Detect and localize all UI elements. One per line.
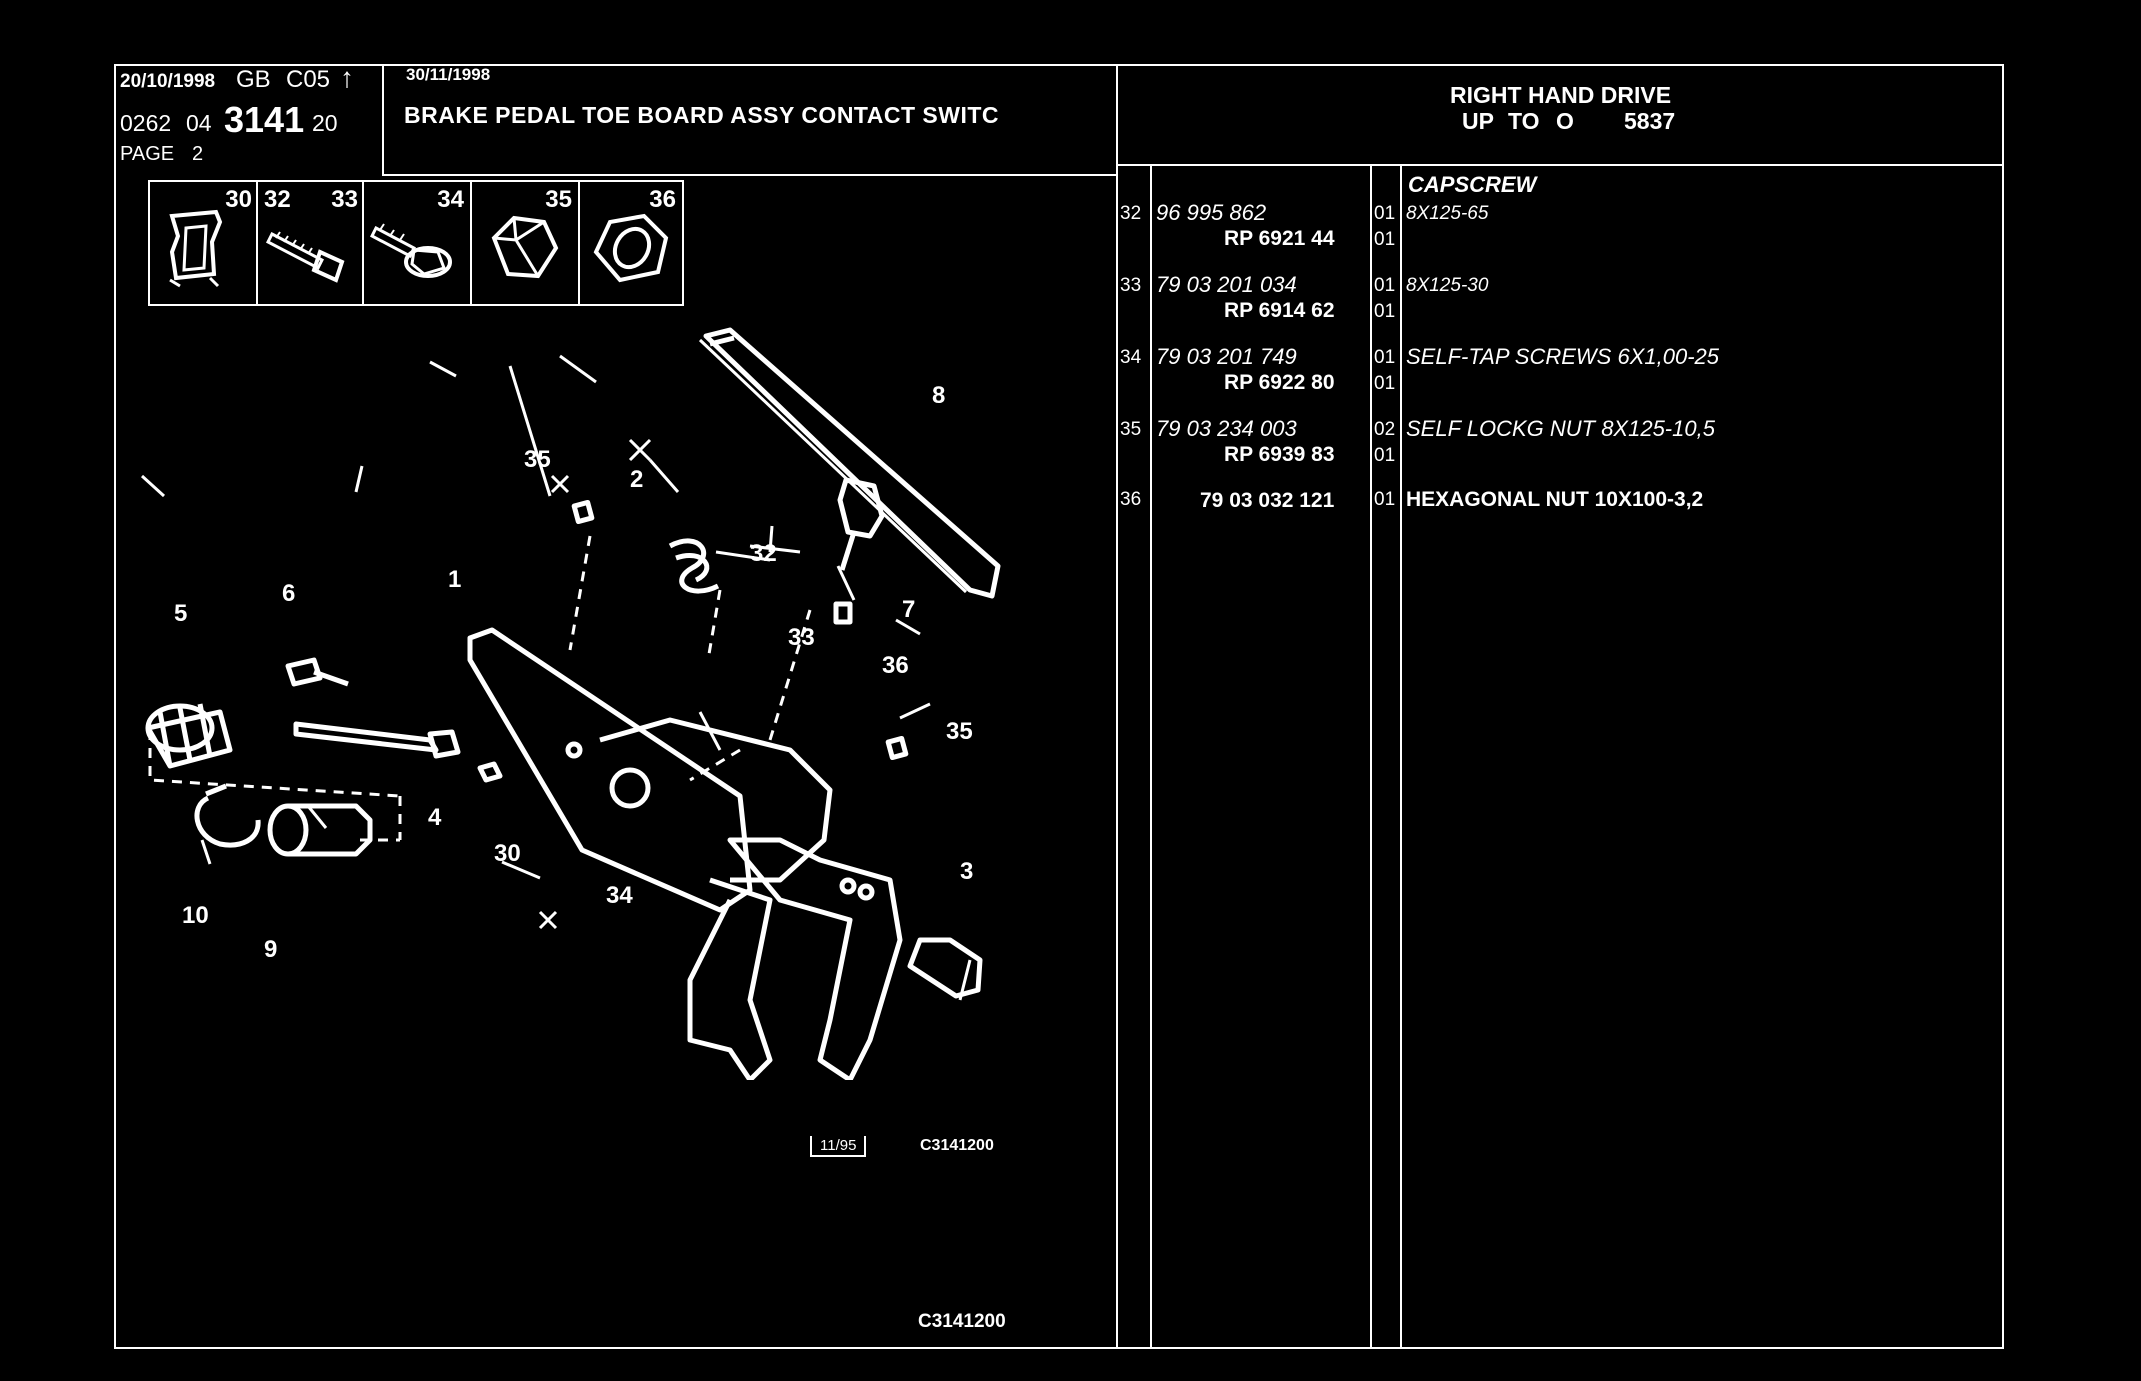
callout: 35: [524, 446, 551, 473]
row-qty: 01: [1374, 203, 1396, 224]
drawing-date-stamp: 11/95: [810, 1136, 867, 1157]
table-col-line-1: [1150, 166, 1152, 1349]
bracket-icon: [169, 209, 223, 288]
callout: 10: [182, 902, 209, 929]
thumbnail-number: 32: [264, 186, 291, 213]
cross-markers: [538, 438, 652, 930]
row-part-number: 79 03 234 003: [1156, 416, 1297, 441]
thumbnail-number: 35: [545, 186, 572, 213]
callout: 36: [882, 652, 909, 679]
row-part-number: 79 03 201 034: [1156, 272, 1297, 297]
drive-range-to: TO: [1508, 108, 1540, 134]
table-header-desc: CAPSCREW: [1408, 172, 1537, 197]
callout: 33: [788, 624, 815, 651]
row-rp-number: RP 6914 62: [1224, 299, 1335, 322]
callout: 32: [750, 540, 777, 567]
capscrew-icon: [265, 231, 345, 283]
callout: 4: [428, 804, 442, 831]
thumbnail-number: 34: [437, 186, 464, 213]
row-description: SELF-TAP SCREWS 6X1,00-25: [1406, 344, 1719, 369]
row-qty: 01: [1374, 489, 1396, 510]
exploded-diagram: [140, 327, 1001, 1080]
row-ref: 35: [1120, 419, 1142, 440]
row-rp-number: RP 6939 83: [1224, 443, 1335, 466]
page-title: BRAKE PEDAL TOE BOARD ASSY CONTACT SWITC: [404, 102, 1000, 128]
callout: 3: [960, 858, 974, 885]
row-description: HEXAGONAL NUT 10X100-3,2: [1406, 488, 1704, 511]
row-qty: 02: [1374, 419, 1396, 440]
header-left-divider: [382, 64, 384, 176]
callout: 9: [264, 936, 278, 963]
table-col-line-2: [1370, 166, 1372, 1349]
drive-label: RIGHT HAND DRIVE: [1450, 82, 1672, 108]
thumbnail-number: 30: [225, 186, 252, 213]
callout: 5: [174, 600, 188, 627]
header-market-code: C05: [286, 66, 331, 93]
leader-lines: [140, 354, 972, 1001]
thumbnail-30: 30: [148, 180, 258, 306]
header-ref-suffix: 20: [312, 110, 338, 136]
hex-nut-icon: [593, 213, 669, 283]
header-bottom-divider-right: [1116, 164, 2004, 166]
callout: 1: [448, 566, 462, 593]
header-date-right: 30/11/1998: [406, 65, 491, 84]
header-top-divider: [114, 64, 2004, 66]
header-ref-group: 04: [186, 110, 212, 136]
drive-range-code: O: [1556, 108, 1574, 134]
callout: 2: [630, 466, 644, 493]
row-part-number: 79 03 032 121: [1200, 489, 1335, 512]
up-arrow-icon: ↑: [340, 62, 354, 93]
callout: 35: [946, 718, 973, 745]
row-description: 8X125-30: [1406, 275, 1489, 296]
header-ref-main: 3141: [224, 99, 305, 140]
diagram-drawing: [145, 327, 1001, 1080]
thumbnail-34: 34: [362, 180, 472, 306]
row-qty: 01: [1374, 275, 1396, 296]
drive-range-number: 5837: [1624, 108, 1676, 134]
thumbnail-35: 35: [470, 180, 580, 306]
thumbnail-number: 36: [649, 186, 676, 213]
row-qty-2: 01: [1374, 301, 1396, 322]
callout: 6: [282, 580, 296, 607]
header-date-left: 20/10/1998: [120, 71, 216, 92]
row-ref: 32: [1120, 203, 1142, 224]
self-tap-screw-icon: [370, 223, 452, 278]
drawing-code-stamp: C3141200: [920, 1137, 994, 1154]
row-description: 8X125-65: [1406, 203, 1489, 224]
header-page-number: 2: [192, 143, 204, 165]
header-page-label: PAGE: [120, 143, 175, 165]
table-col-line-3: [1400, 166, 1402, 1349]
row-description: SELF LOCKG NUT 8X125-10,5: [1406, 416, 1715, 441]
row-part-number: 96 995 862: [1156, 200, 1267, 225]
row-rp-number: RP 6922 80: [1224, 371, 1335, 394]
row-ref: 36: [1120, 489, 1142, 510]
thumbnail-32-33: 32 33: [256, 180, 364, 306]
header-ref-prefix: 0262: [120, 110, 172, 136]
callout: 30: [494, 840, 521, 867]
thumbnail-36: 36: [578, 180, 684, 306]
row-part-number: 79 03 201 749: [1156, 344, 1297, 369]
callout: 8: [932, 382, 946, 409]
lock-nut-icon: [491, 215, 559, 279]
header-market: GB: [236, 66, 271, 93]
vertical-divider: [1116, 64, 1118, 1349]
drive-range-up: UP: [1462, 108, 1494, 134]
callout: 34: [606, 882, 633, 909]
row-qty-2: 01: [1374, 373, 1396, 394]
row-ref: 33: [1120, 275, 1142, 296]
footer-code: C3141200: [918, 1311, 1006, 1332]
row-rp-number: RP 6921 44: [1224, 227, 1335, 250]
row-ref: 34: [1120, 347, 1142, 368]
thumbnail-number: 33: [331, 186, 358, 213]
row-qty-2: 01: [1374, 445, 1396, 466]
row-qty: 01: [1374, 347, 1396, 368]
row-qty-2: 01: [1374, 229, 1396, 250]
callout: 7: [902, 596, 916, 623]
header-bottom-divider-left: [382, 174, 1118, 176]
